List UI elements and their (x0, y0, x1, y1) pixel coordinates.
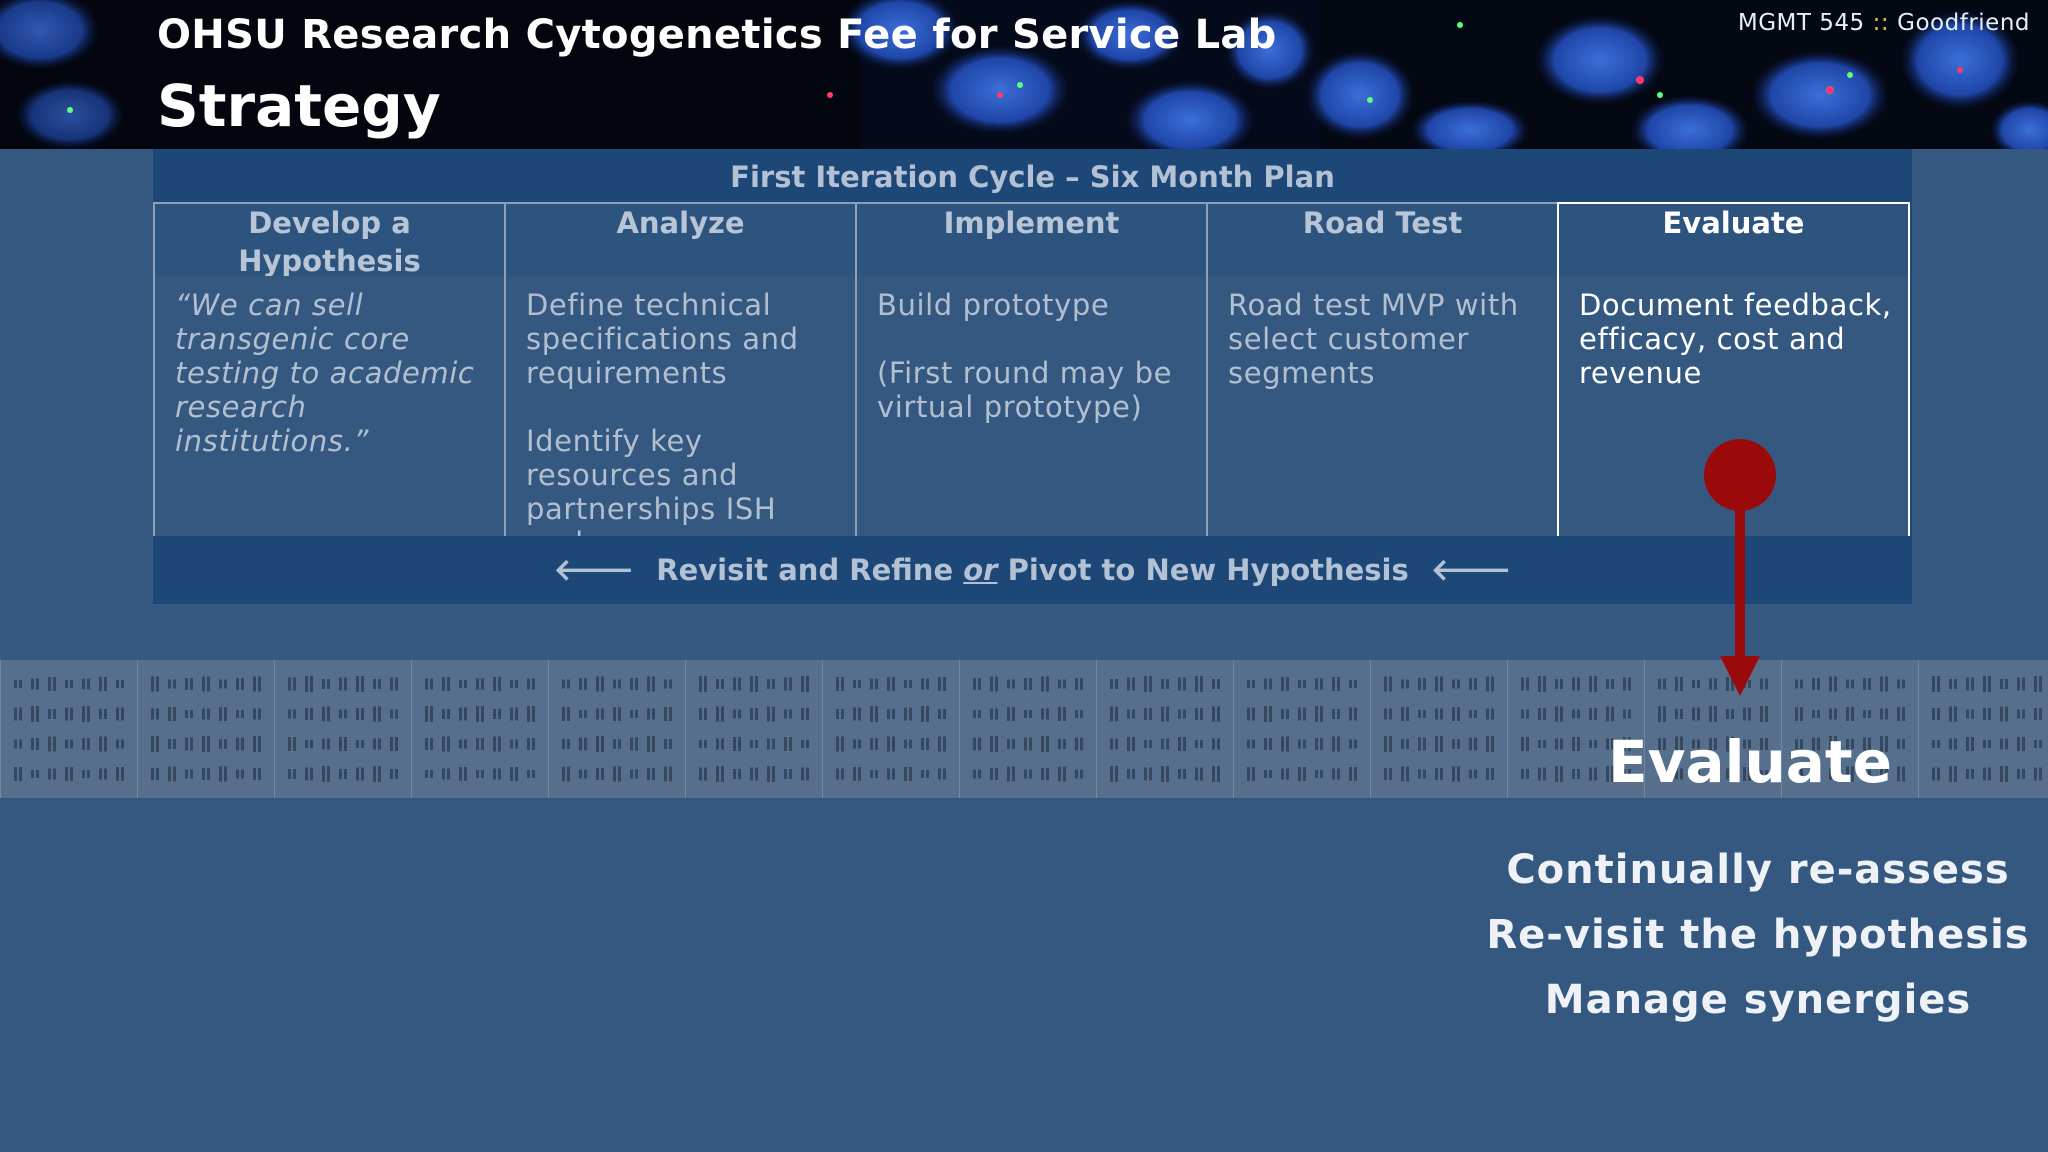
instructor-name: Goodfriend (1897, 10, 2030, 36)
column-body: “We can sell transgenic core testing to … (153, 276, 506, 538)
column-heading: Evaluate (1557, 202, 1910, 278)
plan-grid: Develop a Hypothesis “We can sell transg… (153, 202, 1912, 586)
left-arrow-icon: 🡐 (553, 553, 635, 588)
column-implement: Implement Build prototype (First round m… (855, 202, 1208, 586)
iteration-plan-table: First Iteration Cycle – Six Month Plan D… (153, 149, 1912, 604)
course-separator: :: (1872, 10, 1890, 36)
pivot-text: Pivot to New Hypothesis (1007, 553, 1409, 587)
microscopy-background-image (0, 0, 2048, 149)
revisit-text: Revisit and Refine (656, 553, 954, 587)
course-code: MGMT 545 (1737, 10, 1865, 36)
course-label: MGMT 545::Goodfriend (1738, 10, 2030, 36)
hypothesis-text: “We can sell transgenic core testing to … (175, 288, 475, 458)
revisit-banner: 🡐 Revisit and Refine or Pivot to New Hyp… (153, 536, 1912, 604)
focus-heading: Evaluate (1608, 728, 1892, 796)
karyotype-strip-image (0, 660, 2048, 798)
focus-bullet: Manage synergies (1544, 977, 1972, 1023)
column-develop-hypothesis: Develop a Hypothesis “We can sell transg… (153, 202, 506, 586)
column-heading: Implement (855, 202, 1208, 278)
plan-title: First Iteration Cycle – Six Month Plan (730, 160, 1335, 194)
analyze-text-1: Define technical specifications and requ… (526, 288, 799, 390)
column-heading: Road Test (1206, 202, 1559, 278)
focus-bullet: Re-visit the hypothesis (1486, 912, 2030, 958)
column-body: Road test MVP with select customer segme… (1206, 276, 1559, 538)
focus-bullet: Continually re-assess (1506, 847, 2010, 893)
implement-text-2: (First round may be virtual prototype) (877, 356, 1173, 424)
header-banner: MGMT 545::Goodfriend OHSU Research Cytog… (0, 0, 2048, 149)
road-test-text: Road test MVP with select customer segme… (1228, 288, 1519, 390)
implement-text-1: Build prototype (877, 288, 1110, 322)
evaluate-text: Document feedback, efficacy, cost and re… (1579, 288, 1892, 390)
column-heading: Develop a Hypothesis (153, 202, 506, 278)
column-body: Define technical specifications and requ… (504, 276, 857, 560)
or-text: or (963, 553, 998, 587)
column-analyze: Analyze Define technical specifications … (504, 202, 857, 586)
lab-subtitle: OHSU Research Cytogenetics Fee for Servi… (157, 12, 1277, 58)
column-evaluate: Evaluate Document feedback, efficacy, co… (1557, 202, 1910, 586)
column-body: Build prototype (First round may be virt… (855, 276, 1208, 538)
focus-marker-arrow-icon (1704, 439, 1776, 696)
slide-title: Strategy (157, 72, 441, 140)
focus-bullets: Continually re-assess Re-visit the hypot… (1480, 838, 2036, 1033)
column-road-test: Road Test Road test MVP with select cust… (1206, 202, 1559, 586)
column-heading: Analyze (504, 202, 857, 278)
left-arrow-icon: 🡐 (1430, 553, 1512, 588)
